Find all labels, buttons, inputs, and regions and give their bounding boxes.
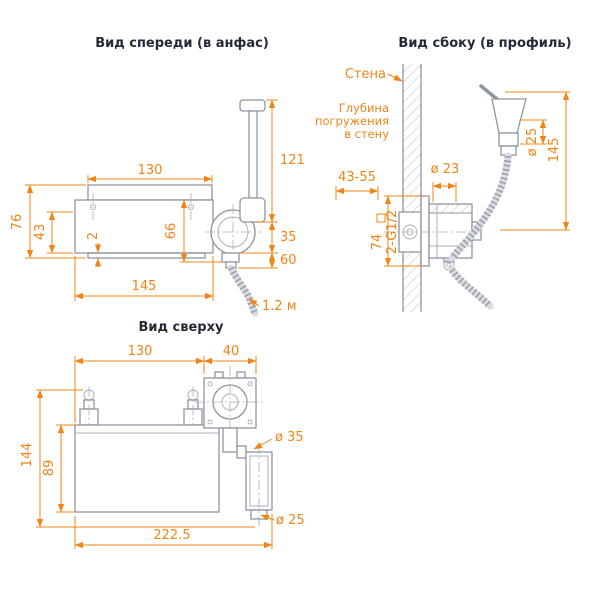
front-dim-130: 130 xyxy=(138,163,163,178)
front-dim-2: 2 xyxy=(86,232,101,240)
side-dim-d23: ø 23 xyxy=(431,162,460,177)
spout-top-view xyxy=(222,427,238,453)
handle-stem xyxy=(248,110,258,199)
front-dim-66: 66 xyxy=(164,223,179,240)
side-dim-43-55: 43-55 xyxy=(338,170,376,185)
front-dim-60: 60 xyxy=(280,253,297,268)
front-dim-76: 76 xyxy=(10,214,25,231)
side-dim-d25: ø 25 xyxy=(525,128,540,157)
front-dim-121: 121 xyxy=(280,153,305,168)
top-view: Вид сверху xyxy=(20,320,305,549)
top-dimensions: 130 40 144 89 222.5 ø 35 ø 25 xyxy=(20,344,305,549)
top-fixture-drawing xyxy=(74,366,273,528)
escutcheon-side xyxy=(420,195,430,267)
top-view-title: Вид сверху xyxy=(139,320,224,335)
sprayer-grip xyxy=(498,132,519,147)
front-view: Вид спереди (в анфас) xyxy=(10,36,305,317)
front-dim-43: 43 xyxy=(33,224,48,241)
top-dim-89: 89 xyxy=(42,460,57,477)
mounting-hole-left xyxy=(90,204,96,210)
square-symbol xyxy=(376,213,386,223)
depth-label-line1: Глубина xyxy=(339,101,389,115)
top-dim-130: 130 xyxy=(128,344,153,359)
front-fixture-drawing xyxy=(74,99,266,317)
front-dimensions: 130 121 35 60 76 43 2 66 xyxy=(10,99,305,314)
side-thread-label: 2-G1/2 xyxy=(385,210,400,254)
side-fixture-drawing xyxy=(384,84,527,310)
front-view-title: Вид спереди (в анфас) xyxy=(95,36,269,51)
top-dim-d35: ø 35 xyxy=(275,430,304,445)
depth-label-line3: в стену xyxy=(344,127,389,141)
side-dim-74: 74 xyxy=(370,234,385,251)
front-dim-35: 35 xyxy=(280,230,297,245)
side-dimensions: Стена Глубина погружения в стену 43-55 ø… xyxy=(315,67,570,267)
depth-label-line2: погружения xyxy=(315,114,389,128)
sprayer-head xyxy=(491,98,527,134)
outlet-nut xyxy=(221,252,240,263)
side-wall xyxy=(402,64,422,312)
top-dim-d25: ø 25 xyxy=(276,513,305,528)
front-hose-length: 1.2 м xyxy=(262,299,297,314)
handle-body xyxy=(239,197,266,223)
top-dim-144: 144 xyxy=(20,443,35,468)
side-view-title: Вид сбоку (в профиль) xyxy=(398,36,571,51)
side-dim-145: 145 xyxy=(547,138,562,163)
front-dim-145: 145 xyxy=(132,279,157,294)
mounting-hole-right xyxy=(188,204,194,210)
handle-cap xyxy=(239,99,266,112)
top-dim-222-5: 222.5 xyxy=(153,528,190,543)
side-view: Вид сбоку (в профиль) xyxy=(315,36,572,312)
body-top-view xyxy=(74,424,220,513)
flex-hose-front xyxy=(227,264,259,317)
wall-label: Стена xyxy=(345,67,386,82)
top-dim-40: 40 xyxy=(223,344,240,359)
